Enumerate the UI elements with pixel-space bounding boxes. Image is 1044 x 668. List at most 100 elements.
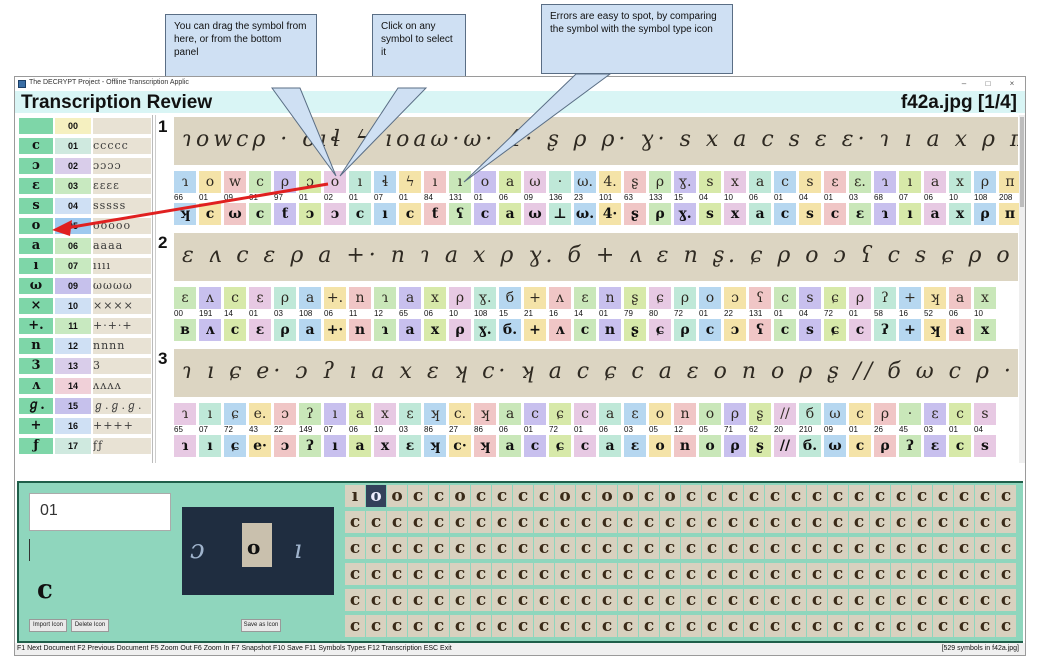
symbol-instance[interactable]: c [345,615,365,637]
symbol-crop[interactable]: x [374,403,396,425]
symbol-crop[interactable]: ρ [649,171,671,193]
symbol-instance[interactable]: c [765,537,785,559]
symbol-instance[interactable]: c [891,511,911,533]
symbol-crop[interactable]: ρ [974,171,996,193]
symbol-instance[interactable]: c [870,485,890,507]
symbol-instance[interactable]: c [870,615,890,637]
symbol-instance[interactable]: c [408,563,428,585]
symbol-instance[interactable]: c [471,615,491,637]
symbol-instance[interactable]: c [576,485,596,507]
symbol-instance[interactable]: c [996,589,1016,611]
symbol-instance[interactable]: c [723,537,743,559]
symbol-instance[interactable]: c [912,589,932,611]
symbol-instance[interactable]: c [744,563,764,585]
symbol-instance[interactable]: c [366,563,386,585]
symbol-crop[interactable]: x [949,171,971,193]
symbol-instance[interactable]: c [723,589,743,611]
symbol-crop[interactable]: c [949,403,971,425]
symbol-crop[interactable]: ɕ [824,287,846,309]
symbol-instance[interactable]: c [555,615,575,637]
symbol-instance[interactable]: c [912,485,932,507]
symbol-crop[interactable]: a [349,403,371,425]
symbol-crop[interactable]: a [499,171,521,193]
maximize-button[interactable]: □ [985,79,991,88]
symbol-instance[interactable]: c [744,511,764,533]
symbol-instance[interactable]: c [534,615,554,637]
symbol-instance[interactable]: c [450,537,470,559]
symbol-type-row[interactable]: 00 [17,117,151,135]
symbol-instance[interactable]: c [660,589,680,611]
symbol-crop[interactable]: ɔ [724,287,746,309]
symbol-instance[interactable]: c [597,615,617,637]
symbol-instance[interactable]: c [891,537,911,559]
symbol-crop[interactable]: ɕ [549,403,571,425]
symbol-crop[interactable]: c [224,287,246,309]
symbol-instance[interactable]: c [492,615,512,637]
symbol-crop[interactable]: б [499,287,521,309]
symbol-crop[interactable]: ı [324,403,346,425]
symbol-instance[interactable]: c [807,615,827,637]
symbol-crop[interactable]: c [524,403,546,425]
symbol-crop[interactable]: c [574,403,596,425]
symbol-crop[interactable]: ı [199,403,221,425]
symbol-crop[interactable]: 4. [599,171,621,193]
symbol-instance[interactable]: c [639,589,659,611]
symbol-crop[interactable]: · [549,171,571,193]
symbol-crop[interactable]: ı [449,171,471,193]
symbol-instance[interactable]: c [450,589,470,611]
symbol-instance[interactable]: o [597,485,617,507]
symbol-instance[interactable]: c [975,485,995,507]
symbol-instance[interactable]: c [786,563,806,585]
symbol-instance[interactable]: c [429,537,449,559]
symbol-instance[interactable]: c [933,615,953,637]
symbol-crop[interactable]: s [799,171,821,193]
symbol-instance[interactable]: c [597,511,617,533]
symbol-crop[interactable]: ɛ [174,287,196,309]
symbol-tile[interactable]: ·136⊥ [549,171,571,225]
symbol-instance[interactable]: c [366,589,386,611]
symbol-instance[interactable]: c [849,537,869,559]
symbol-instance[interactable]: c [471,511,491,533]
symbol-crop[interactable]: o [474,171,496,193]
symbol-instance[interactable]: c [492,485,512,507]
symbol-instance[interactable]: c [429,485,449,507]
symbol-instance[interactable]: c [513,589,533,611]
symbol-crop[interactable]: a [299,287,321,309]
symbol-crop[interactable]: ρ [274,171,296,193]
symbol-crop[interactable]: π [999,171,1021,193]
symbol-instance[interactable]: c [576,511,596,533]
symbol-crop[interactable]: · [899,403,921,425]
symbol-crop[interactable]: ʞ [424,403,446,425]
symbol-crop[interactable]: s [799,287,821,309]
symbol-instance[interactable]: c [492,563,512,585]
symbol-instance[interactable]: c [660,615,680,637]
symbol-instance[interactable]: c [702,615,722,637]
symbol-instance[interactable]: c [660,563,680,585]
symbol-instance[interactable]: c [471,485,491,507]
symbol-instance[interactable]: c [807,537,827,559]
